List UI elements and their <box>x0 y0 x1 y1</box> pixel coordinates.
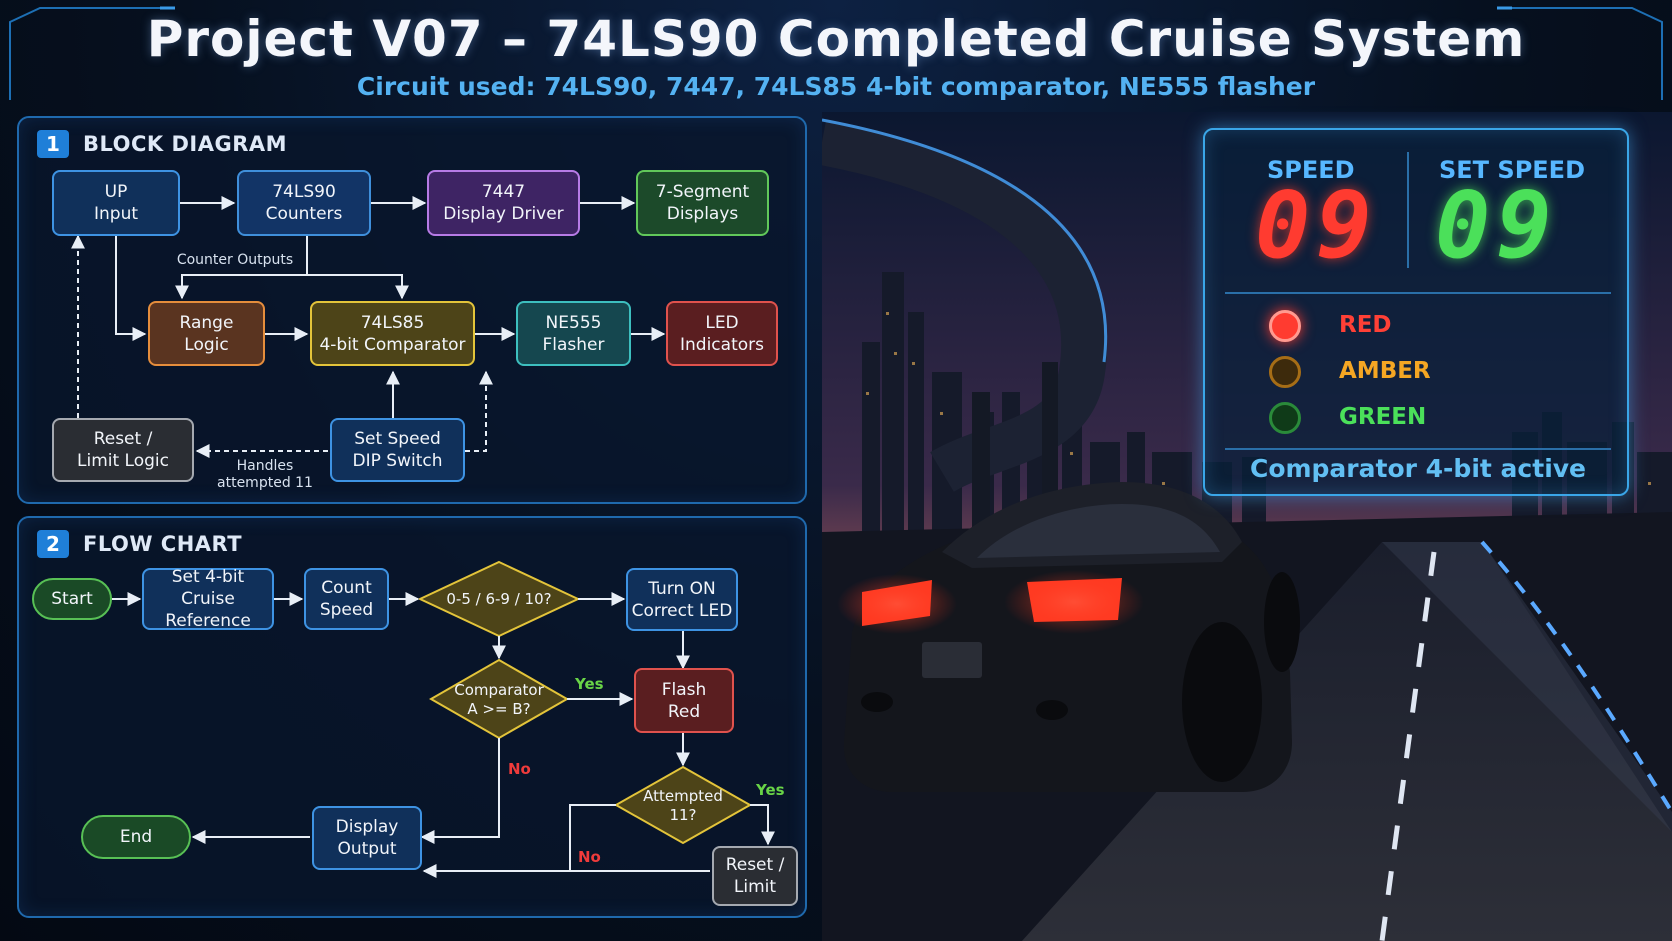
range-logic-line1: Range <box>179 312 234 333</box>
speed-value: 09 <box>1255 172 1378 279</box>
red-led-indicator <box>1269 310 1301 342</box>
speed-label: SPEED <box>1267 156 1355 184</box>
page-title: Project V07 – 74LS90 Completed Cruise Sy… <box>146 10 1526 68</box>
green-led-indicator <box>1269 402 1301 434</box>
flash-red-step: Flash Red <box>634 668 734 733</box>
green-led-label: GREEN <box>1339 404 1427 430</box>
led-indicators-block: LED Indicators <box>666 301 778 366</box>
led-indicators-line1: LED <box>705 312 739 333</box>
cruise-hud: SPEED SET SPEED 09 09 RED AMBER GREEN Co… <box>1203 128 1629 496</box>
set-reference-line1: Set 4-bit <box>171 567 245 587</box>
turn-on-led-step: Turn ON Correct LED <box>626 568 738 631</box>
display-driver-line2: Display Driver <box>443 204 564 224</box>
end-terminal: End <box>81 815 191 859</box>
dip-switch-line2: DIP Switch <box>352 451 443 471</box>
set-speed-label: SET SPEED <box>1439 156 1585 184</box>
reset-limit-step-line2: Limit <box>733 877 777 897</box>
led-indicators-line2: Indicators <box>680 334 764 355</box>
red-led-label: RED <box>1339 312 1392 338</box>
attempted-question-line2: 11? <box>669 806 697 824</box>
flow-chart-title: FLOW CHART <box>83 532 243 556</box>
amber-led-indicator <box>1269 356 1301 388</box>
attempted-question-line1: Attempted <box>643 787 723 805</box>
flow-chart-header: 2 FLOW CHART <box>37 530 242 558</box>
display-output-line2: Output <box>337 839 397 859</box>
count-speed-line2: Speed <box>319 600 374 620</box>
comparator-line2: 4-bit Comparator <box>319 334 466 355</box>
count-speed-line1: Count <box>321 578 372 598</box>
flasher-line2: Flasher <box>542 334 605 355</box>
comparator-no-label: No <box>508 760 531 778</box>
count-speed-step: Count Speed <box>304 568 389 630</box>
comparator-yes-label: Yes <box>575 675 604 693</box>
block-diagram-title: BLOCK DIAGRAM <box>83 132 288 156</box>
section-number-badge: 1 <box>37 130 69 158</box>
start-terminal: Start <box>32 578 112 620</box>
hud-divider-horizontal <box>1225 292 1611 294</box>
seven-segment-block: 7-Segment Displays <box>636 170 769 236</box>
seven-segment-line2: Displays <box>666 204 739 224</box>
handles-label: Handles attempted 11 <box>205 458 325 492</box>
comparator-question-line2: A >= B? <box>467 700 531 718</box>
comparator-question-line1: Comparator <box>454 681 544 699</box>
range-check-label: 0-5 / 6-9 / 10? <box>446 589 552 608</box>
attempted-no-label: No <box>578 848 601 866</box>
counters-line1: 74LS90 <box>272 182 336 202</box>
comparator-question: Comparator A >= B? <box>436 680 562 720</box>
turn-on-line1: Turn ON <box>648 578 716 599</box>
reset-limit-step: Reset / Limit <box>712 846 798 906</box>
attempted-diamond <box>613 765 753 845</box>
display-driver-line1: 7447 <box>481 182 526 202</box>
up-input-block: UP Input <box>52 170 180 236</box>
handles-label-line2: attempted 11 <box>217 475 313 491</box>
hud-status-text: Comparator 4-bit active <box>1249 454 1587 483</box>
turn-on-line2: Correct LED <box>631 600 733 621</box>
set-reference-line2: Cruise Reference <box>165 589 251 631</box>
set-speed-value: 09 <box>1435 172 1558 279</box>
attempted-question: Attempted 11? <box>622 786 744 826</box>
dip-switch-block: Set Speed DIP Switch <box>330 418 465 482</box>
seven-segment-line1: 7-Segment <box>655 182 750 202</box>
counter-outputs-label: Counter Outputs <box>176 252 294 268</box>
hud-divider-footer <box>1225 448 1611 450</box>
counters-block: 74LS90 Counters <box>237 170 371 236</box>
flasher-line1: NE555 <box>545 312 602 333</box>
reset-limit-block: Reset / Limit Logic <box>52 418 194 482</box>
display-output-step: Display Output <box>312 806 422 870</box>
up-input-line2: Input <box>93 204 139 224</box>
flasher-block: NE555 Flasher <box>516 301 631 366</box>
reset-limit-step-line1: Reset / <box>725 855 785 875</box>
attempted-yes-label: Yes <box>756 781 785 799</box>
display-output-line1: Display <box>335 817 399 837</box>
reset-limit-line2: Limit Logic <box>77 451 169 471</box>
hud-divider-vertical <box>1407 152 1409 268</box>
up-input-line1: UP <box>104 182 128 202</box>
page-subtitle: Circuit used: 74LS90, 7447, 74LS85 4-bit… <box>356 72 1316 101</box>
counters-line2: Counters <box>265 204 343 224</box>
block-diagram-header: 1 BLOCK DIAGRAM <box>37 130 287 158</box>
section-number-badge: 2 <box>37 530 69 558</box>
amber-led-label: AMBER <box>1339 358 1431 384</box>
flash-red-line2: Red <box>667 701 701 722</box>
comparator-line1: 74LS85 <box>360 312 425 333</box>
handles-label-line1: Handles <box>236 458 294 474</box>
range-logic-block: Range Logic <box>148 301 265 366</box>
flash-red-line1: Flash <box>661 679 707 700</box>
display-driver-block: 7447 Display Driver <box>427 170 580 236</box>
comparator-block: 74LS85 4-bit Comparator <box>310 301 475 366</box>
dip-switch-line1: Set Speed <box>354 429 441 449</box>
range-logic-line2: Logic <box>184 334 229 355</box>
reset-limit-line1: Reset / <box>93 429 153 449</box>
set-reference-step: Set 4-bit Cruise Reference <box>142 567 274 631</box>
